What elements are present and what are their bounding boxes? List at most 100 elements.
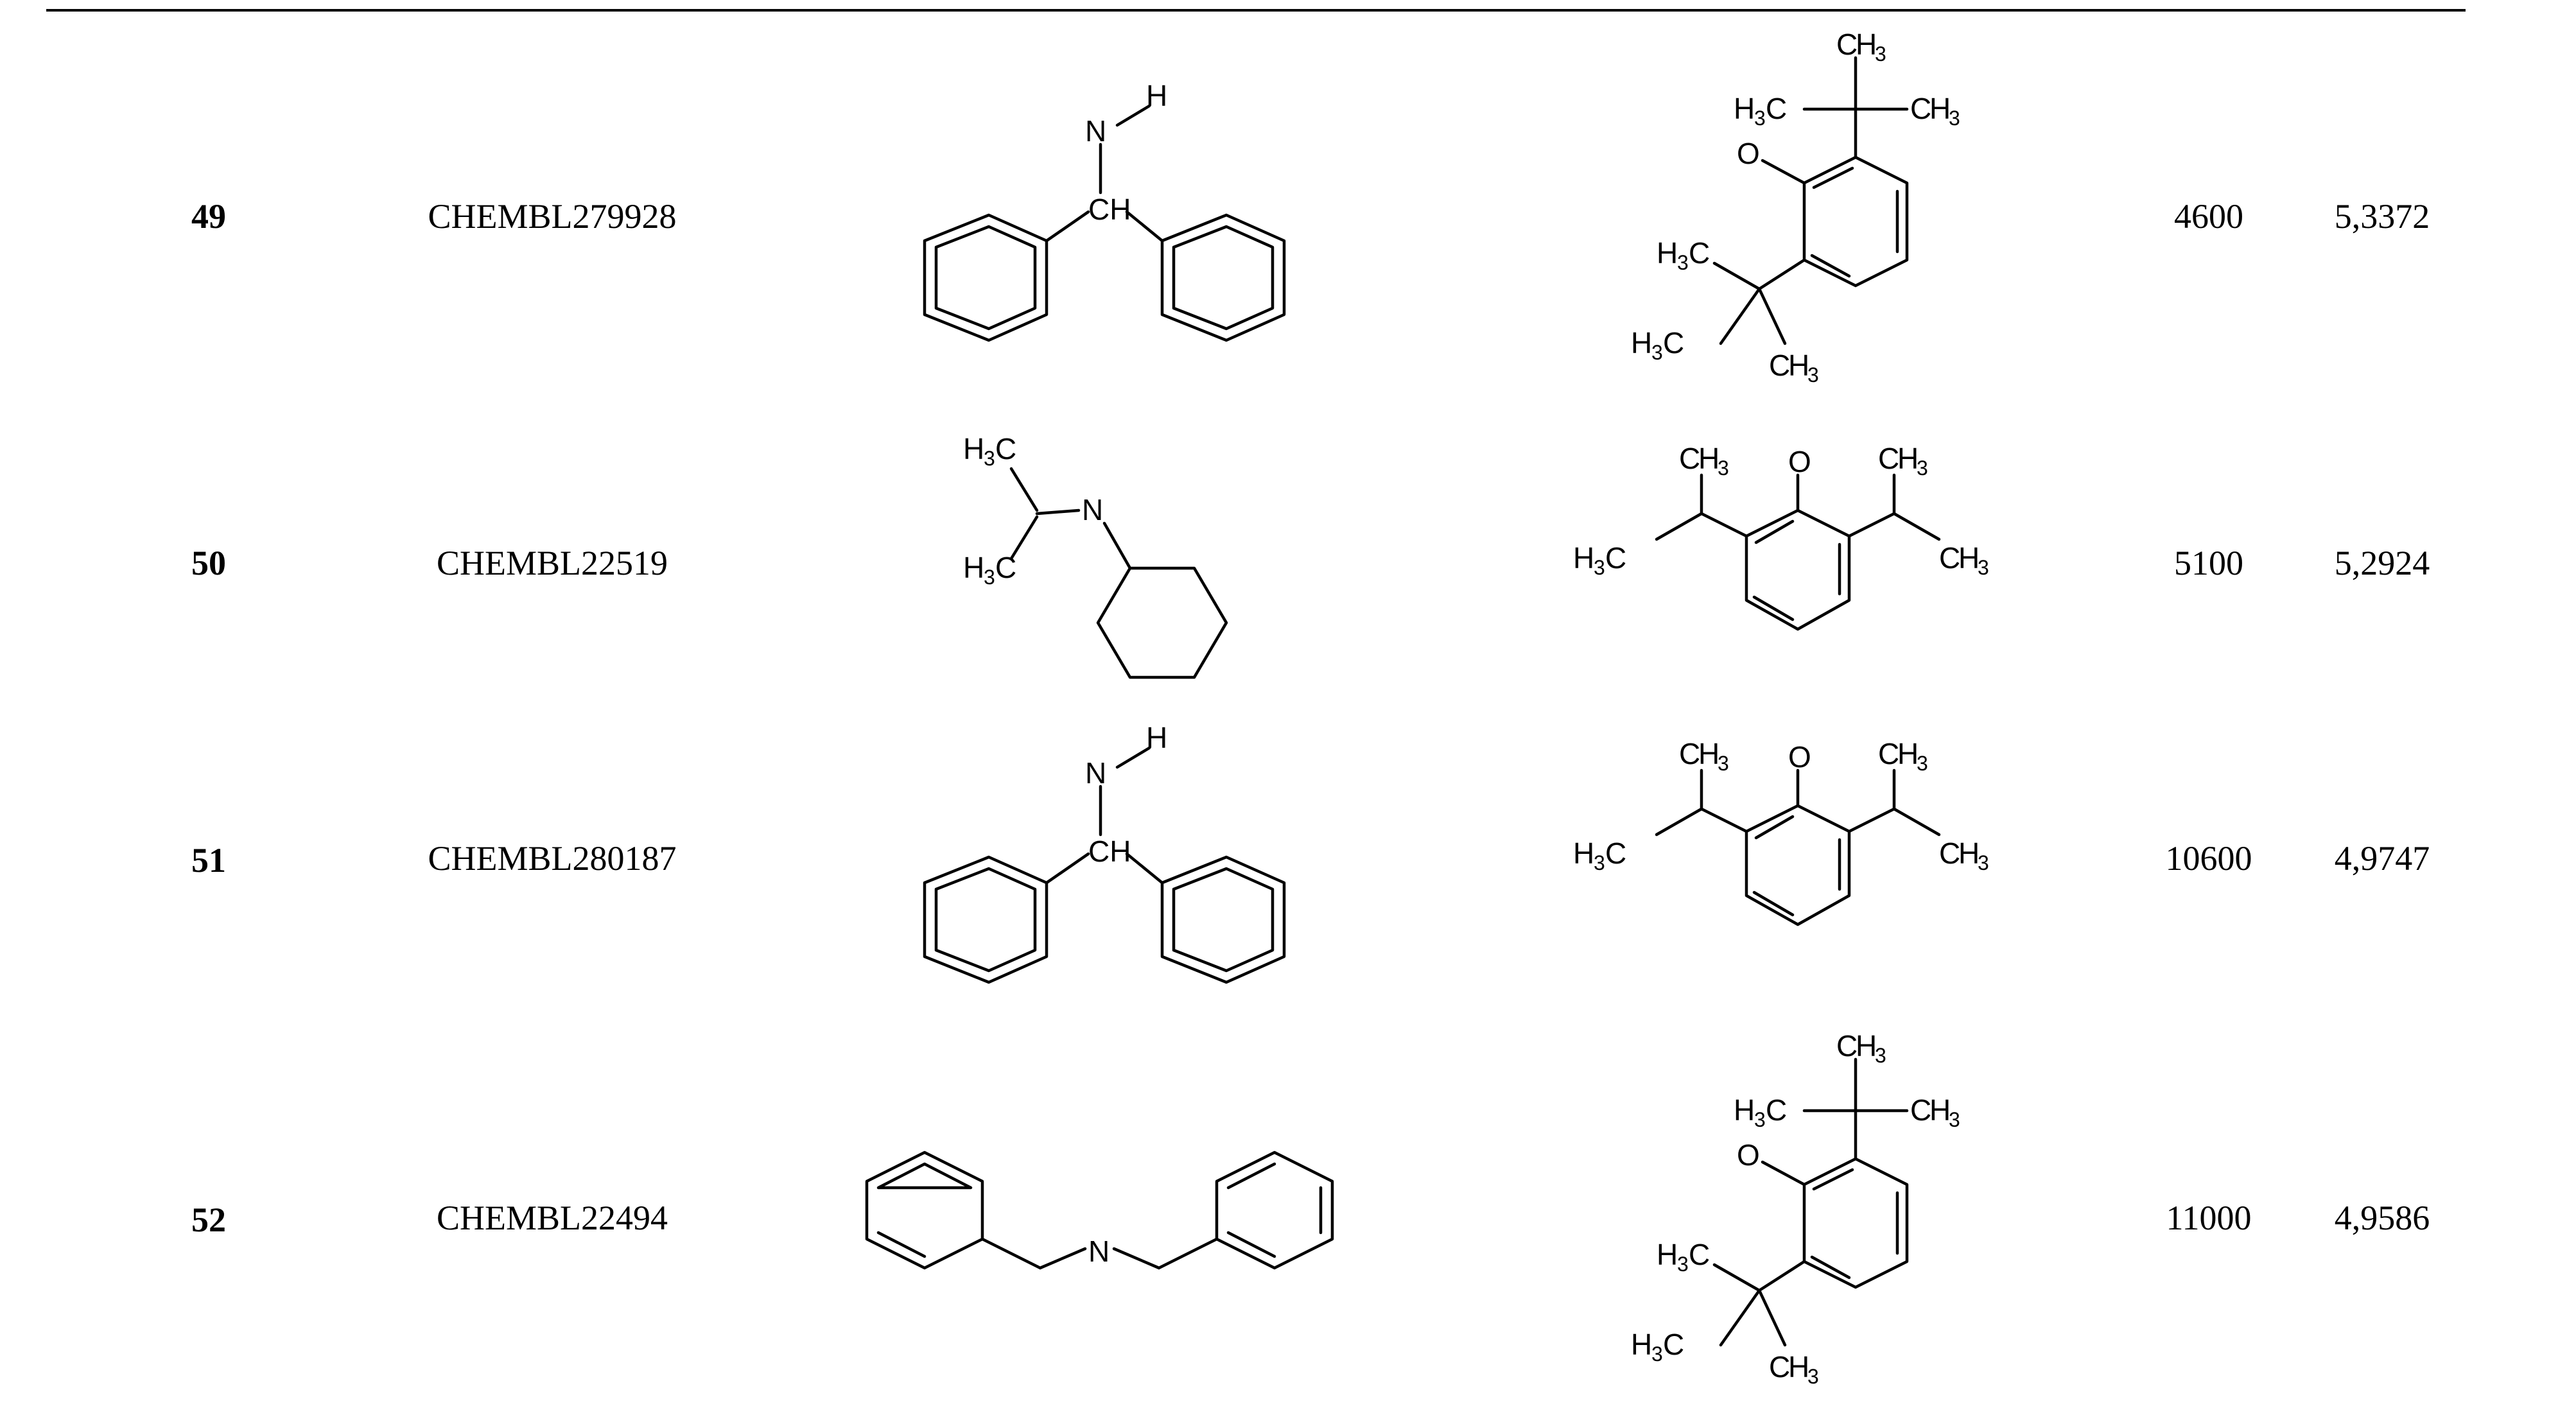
svg-text:O: O bbox=[1737, 137, 1760, 170]
ic50-value: 4600 bbox=[2174, 197, 2243, 236]
amine-structure: N H CH bbox=[923, 721, 1286, 984]
svg-text:3: 3 bbox=[984, 447, 995, 470]
pic50-value: 4,9586 bbox=[2334, 1199, 2430, 1237]
svg-text:C: C bbox=[1663, 1328, 1684, 1361]
amine-structure: N H CH bbox=[923, 79, 1286, 342]
pic50-value: 5,2924 bbox=[2334, 544, 2430, 582]
svg-text:3: 3 bbox=[1807, 1365, 1819, 1388]
chembl-id: CHEMBL22494 bbox=[436, 1199, 668, 1237]
table-top-rule bbox=[46, 9, 2466, 12]
svg-text:H: H bbox=[1146, 79, 1167, 112]
svg-text:C: C bbox=[1663, 326, 1684, 360]
svg-text:C: C bbox=[1910, 1093, 1931, 1127]
svg-text:C: C bbox=[1939, 837, 1960, 870]
svg-text:H: H bbox=[1958, 837, 1980, 870]
svg-text:H: H bbox=[1657, 236, 1678, 270]
svg-text:C: C bbox=[1878, 442, 1899, 475]
svg-text:C: C bbox=[1689, 236, 1710, 270]
svg-text:3: 3 bbox=[1978, 851, 1989, 874]
svg-text:O: O bbox=[1737, 1138, 1760, 1172]
svg-text:3: 3 bbox=[1718, 752, 1729, 775]
svg-text:H: H bbox=[1897, 737, 1919, 770]
svg-text:H: H bbox=[1897, 442, 1919, 475]
svg-text:H: H bbox=[1573, 837, 1594, 870]
chembl-id: CHEMBL279928 bbox=[428, 197, 677, 236]
svg-text:C: C bbox=[1679, 442, 1700, 475]
svg-text:C: C bbox=[1878, 737, 1899, 770]
svg-text:3: 3 bbox=[1875, 1044, 1886, 1067]
svg-text:C: C bbox=[1766, 92, 1787, 125]
svg-text:3: 3 bbox=[1594, 556, 1605, 579]
pic50-value: 4,9747 bbox=[2334, 839, 2430, 878]
svg-text:H: H bbox=[1958, 541, 1980, 575]
svg-text:3: 3 bbox=[1754, 1108, 1766, 1131]
svg-text:3: 3 bbox=[1677, 1253, 1689, 1276]
svg-text:H: H bbox=[1698, 737, 1719, 770]
svg-text:H: H bbox=[1631, 1328, 1652, 1361]
svg-text:C: C bbox=[1605, 837, 1626, 870]
svg-text:H: H bbox=[1788, 349, 1809, 382]
ic50-value: 5100 bbox=[2174, 544, 2243, 582]
svg-text:H: H bbox=[1734, 92, 1755, 125]
svg-text:H: H bbox=[1734, 1093, 1755, 1127]
svg-text:H: H bbox=[1573, 541, 1594, 575]
svg-text:C: C bbox=[1939, 541, 1960, 575]
compound-number: 49 bbox=[191, 197, 226, 236]
svg-text:H: H bbox=[963, 432, 984, 465]
svg-text:3: 3 bbox=[984, 566, 995, 589]
svg-text:CH: CH bbox=[1088, 835, 1131, 868]
compound-number: 51 bbox=[191, 841, 226, 880]
svg-text:O: O bbox=[1788, 445, 1811, 478]
compound-number: 52 bbox=[191, 1201, 226, 1239]
svg-text:H: H bbox=[1146, 721, 1167, 754]
svg-text:3: 3 bbox=[1917, 752, 1928, 775]
svg-text:H: H bbox=[1788, 1350, 1809, 1384]
svg-text:N: N bbox=[1082, 493, 1103, 526]
svg-text:CH: CH bbox=[1088, 193, 1131, 226]
svg-text:C: C bbox=[1605, 541, 1626, 575]
svg-text:H: H bbox=[963, 551, 984, 584]
svg-text:H: H bbox=[1929, 92, 1951, 125]
amine-structure: N bbox=[865, 1150, 1334, 1270]
svg-text:N: N bbox=[1085, 756, 1106, 790]
svg-text:3: 3 bbox=[1651, 341, 1663, 364]
svg-text:O: O bbox=[1788, 740, 1811, 774]
svg-text:C: C bbox=[1910, 92, 1931, 125]
svg-text:H: H bbox=[1856, 28, 1877, 61]
svg-text:C: C bbox=[995, 432, 1016, 465]
pic50-value: 5,3372 bbox=[2334, 197, 2430, 236]
svg-text:N: N bbox=[1085, 114, 1106, 148]
svg-text:C: C bbox=[1769, 349, 1790, 382]
svg-text:3: 3 bbox=[1651, 1342, 1663, 1366]
svg-text:C: C bbox=[1689, 1238, 1710, 1271]
svg-text:3: 3 bbox=[1754, 107, 1766, 130]
svg-text:C: C bbox=[1679, 737, 1700, 770]
svg-text:H: H bbox=[1657, 1238, 1678, 1271]
svg-text:3: 3 bbox=[1594, 851, 1605, 874]
svg-text:3: 3 bbox=[1807, 363, 1819, 386]
svg-text:3: 3 bbox=[1949, 1108, 1960, 1131]
svg-text:H: H bbox=[1929, 1093, 1951, 1127]
svg-text:H: H bbox=[1856, 1029, 1877, 1063]
svg-text:C: C bbox=[1769, 1350, 1790, 1384]
svg-text:3: 3 bbox=[1978, 556, 1989, 579]
svg-text:3: 3 bbox=[1875, 42, 1886, 65]
chembl-id: CHEMBL22519 bbox=[436, 544, 668, 582]
svg-text:C: C bbox=[1836, 28, 1858, 61]
svg-text:3: 3 bbox=[1917, 456, 1928, 480]
svg-text:C: C bbox=[1836, 1029, 1858, 1063]
ic50-value: 10600 bbox=[2165, 839, 2252, 878]
svg-text:N: N bbox=[1088, 1235, 1110, 1268]
svg-text:C: C bbox=[1766, 1093, 1787, 1127]
svg-text:H: H bbox=[1698, 442, 1719, 475]
svg-text:3: 3 bbox=[1949, 107, 1960, 130]
compound-number: 50 bbox=[191, 544, 226, 582]
svg-text:3: 3 bbox=[1718, 456, 1729, 480]
chembl-id: CHEMBL280187 bbox=[428, 839, 677, 878]
svg-text:3: 3 bbox=[1677, 251, 1689, 274]
